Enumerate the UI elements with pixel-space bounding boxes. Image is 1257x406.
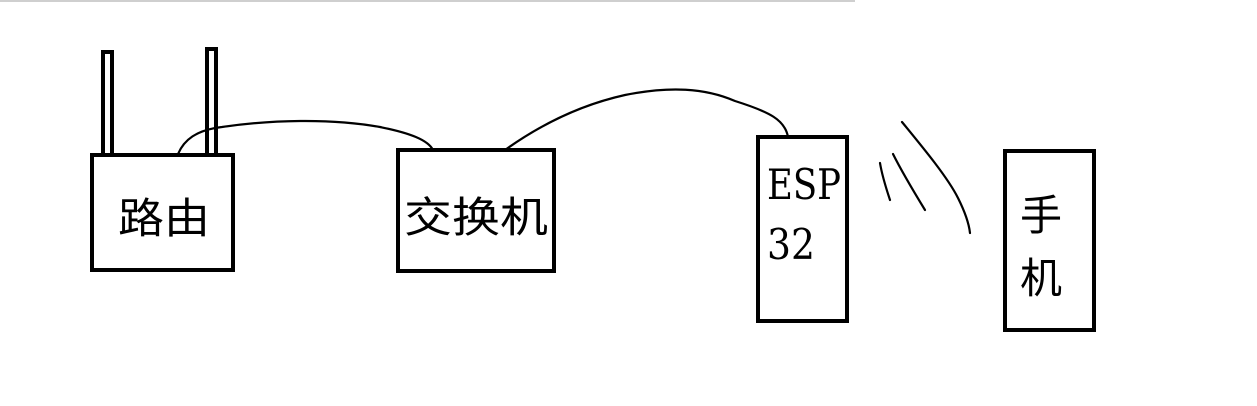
router-antenna-left (101, 50, 114, 157)
phone-box (1003, 149, 1096, 332)
esp32-box (756, 135, 849, 323)
switch-node: 交换机 (396, 148, 556, 273)
esp32-node: ESP 32 (756, 135, 849, 323)
switch-label: 交换机 (404, 193, 548, 242)
phone-node: 手 机 (1003, 149, 1096, 332)
router-box (90, 153, 235, 272)
phone-label-line1: 手 (1020, 191, 1062, 240)
wireless-wave-small (878, 161, 892, 202)
phone-label-line2: 机 (1020, 254, 1062, 303)
router-label: 路由 (118, 194, 210, 243)
esp32-label-line2: 32 (767, 220, 815, 269)
esp32-label-line1: ESP (767, 160, 841, 209)
cable-router-switch (176, 119, 435, 156)
switch-box (396, 148, 556, 273)
router-antenna-right (205, 47, 218, 157)
wireless-wave-medium (891, 152, 927, 212)
cable-switch-esp32 (503, 88, 790, 152)
router-node: 路由 (90, 153, 235, 272)
wireless-wave-large (900, 120, 972, 235)
